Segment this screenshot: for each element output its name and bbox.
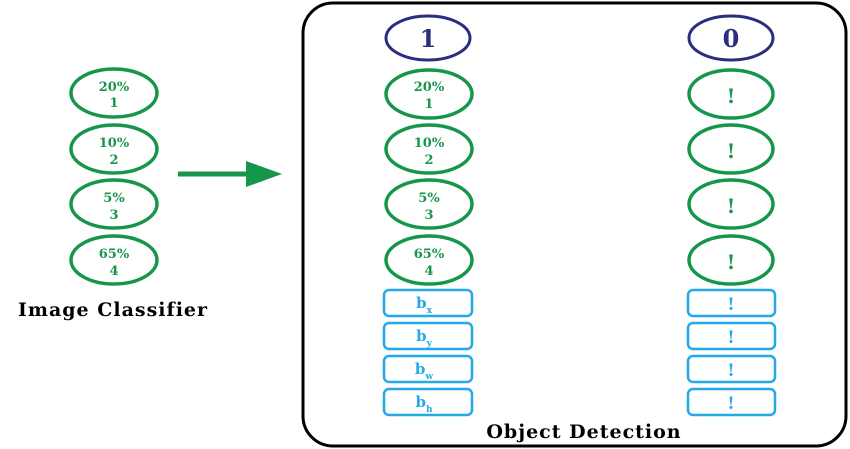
classifier-class-2: 10% 2 — [69, 123, 159, 175]
classifier-prob: 65% — [99, 247, 130, 262]
classifier-index: 1 — [109, 96, 118, 111]
dont-care-mark: ! — [727, 139, 736, 163]
objectness-header: 0 — [723, 24, 740, 53]
detection-class-2: 10% 2 — [384, 123, 474, 175]
dont-care-box-3: ! — [686, 354, 777, 384]
classifier-label: Image Classifier — [18, 299, 208, 321]
bbox-w-cell: bw — [382, 354, 474, 384]
bbox-h-cell: bh — [382, 387, 474, 417]
dont-care-class-3: ! — [687, 178, 775, 230]
bbox-sub: x — [427, 306, 433, 316]
detection-prob: 65% — [414, 247, 445, 262]
classifier-prob: 10% — [99, 136, 130, 151]
svg-text:bh: bh — [415, 393, 433, 415]
dont-care-mark: ! — [727, 194, 736, 218]
detection-panel: 1 20% 1 10% 2 5% 3 65% 4 — [301, 1, 848, 448]
bbox-sub: w — [424, 372, 433, 382]
objectness-header: 1 — [420, 24, 437, 53]
detection-index: 4 — [424, 264, 433, 279]
classifier-index: 2 — [109, 153, 118, 168]
detection-column-object: 1 20% 1 10% 2 5% 3 65% 4 — [382, 14, 474, 417]
classifier-prob: 20% — [99, 80, 130, 95]
dont-care-mark: ! — [727, 361, 734, 381]
detection-index: 1 — [424, 97, 433, 112]
classifier-prob: 5% — [103, 191, 125, 206]
bbox-base: b — [416, 294, 427, 312]
dont-care-mark: ! — [727, 84, 736, 108]
dont-care-class-4: ! — [687, 234, 775, 286]
detection-index: 3 — [424, 208, 433, 223]
bbox-base: b — [415, 360, 426, 378]
dont-care-box-2: ! — [686, 321, 777, 351]
dont-care-mark: ! — [727, 250, 736, 274]
detection-class-1: 20% 1 — [384, 68, 474, 120]
detection-class-3: 5% 3 — [384, 178, 474, 230]
bbox-sub: y — [426, 339, 433, 349]
bbox-base: b — [416, 327, 427, 345]
detection-index: 2 — [424, 153, 433, 168]
classifier-index: 4 — [109, 264, 118, 279]
classifier-column: 20% 1 10% 2 5% 3 65% 4 Image Classifier — [18, 67, 208, 321]
bbox-y-cell: by — [382, 321, 474, 351]
bbox-base: b — [415, 393, 426, 411]
detection-prob: 10% — [414, 136, 445, 151]
svg-text:by: by — [416, 327, 433, 349]
arrow-icon — [178, 161, 282, 187]
dont-care-mark: ! — [727, 295, 734, 315]
dont-care-class-2: ! — [687, 123, 775, 175]
dont-care-box-4: ! — [686, 387, 777, 417]
classifier-class-1: 20% 1 — [69, 67, 159, 119]
detection-column-background: 0 ! ! ! ! ! ! — [686, 14, 777, 417]
classifier-index: 3 — [109, 208, 118, 223]
dont-care-box-1: ! — [686, 288, 777, 318]
detection-prob: 20% — [414, 80, 445, 95]
detection-label: Object Detection — [486, 421, 681, 443]
dont-care-class-1: ! — [687, 68, 775, 120]
bbox-sub: h — [426, 405, 433, 415]
detection-class-4: 65% 4 — [384, 234, 474, 286]
svg-text:bx: bx — [416, 294, 433, 316]
bbox-x-cell: bx — [382, 288, 474, 318]
classifier-class-4: 65% 4 — [69, 234, 159, 286]
detection-prob: 5% — [418, 191, 440, 206]
dont-care-mark: ! — [727, 394, 734, 414]
classifier-class-3: 5% 3 — [69, 178, 159, 230]
dont-care-mark: ! — [727, 328, 734, 348]
svg-text:bw: bw — [415, 360, 434, 382]
